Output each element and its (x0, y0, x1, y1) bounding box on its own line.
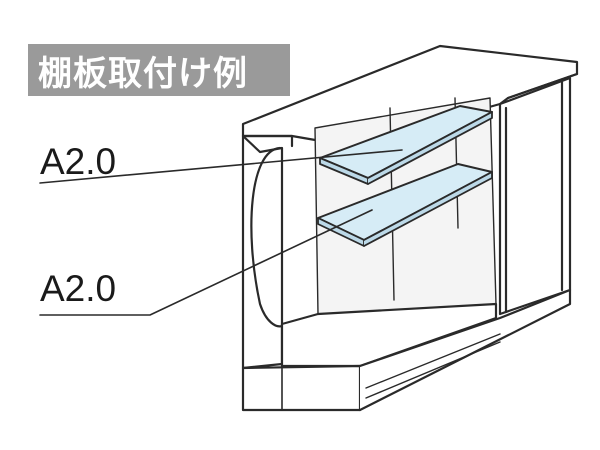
lower-shelf-edge (363, 171, 493, 247)
cabinet-left-panel (241, 134, 284, 370)
cabinet-right-panel (498, 76, 572, 316)
leader-line-upper (39, 149, 403, 184)
top-board-front-edge (241, 134, 294, 148)
title-badge: 棚板取付け例 (28, 44, 290, 96)
leader-line-lower (39, 209, 373, 316)
cabinet-front-rail (358, 288, 572, 412)
callout-label-lower-shelf: A2.0 (40, 268, 117, 309)
upper-shelf-edge (367, 111, 493, 185)
top-board-right-edge (506, 72, 579, 100)
callout-label-upper-shelf: A2.0 (40, 141, 117, 182)
diagram-title: 棚板取付け例 (38, 53, 248, 94)
cabinet-front-plinth (241, 364, 362, 412)
front-rail-groove (365, 333, 501, 399)
left-panel-curve (250, 146, 284, 328)
